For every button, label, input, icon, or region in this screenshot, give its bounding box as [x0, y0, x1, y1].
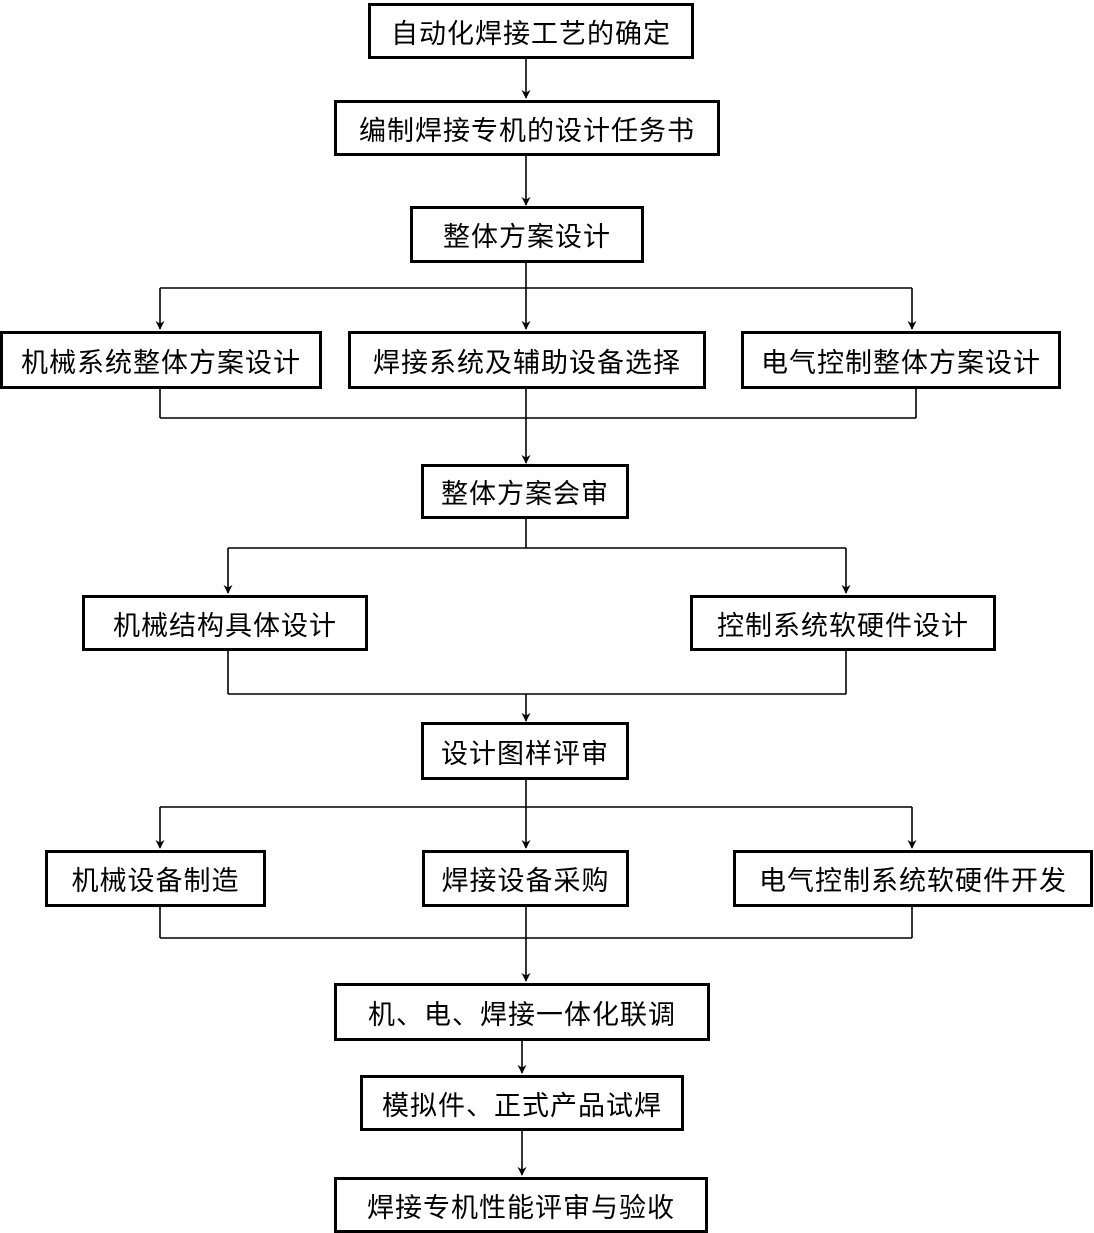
node-drawing-review: 设计图样评审	[421, 722, 629, 780]
node-design-task-book: 编制焊接专机的设计任务书	[334, 100, 720, 156]
node-electrical-development: 电气控制系统软硬件开发	[733, 850, 1093, 907]
node-electrical-overall-design: 电气控制整体方案设计	[741, 331, 1061, 389]
node-welding-system-selection: 焊接系统及辅助设备选择	[348, 331, 706, 389]
node-integrated-debugging: 机、电、焊接一体化联调	[334, 983, 710, 1041]
node-welding-process: 自动化焊接工艺的确定	[368, 3, 694, 59]
node-mechanical-manufacture: 机械设备制造	[45, 850, 266, 907]
node-mechanical-overall-design: 机械系统整体方案设计	[0, 331, 322, 389]
node-welding-equipment-purchase: 焊接设备采购	[422, 850, 629, 907]
node-acceptance: 焊接专机性能评审与验收	[334, 1177, 708, 1233]
node-mechanical-detail-design: 机械结构具体设计	[82, 595, 368, 651]
node-trial-welding: 模拟件、正式产品试焊	[360, 1075, 684, 1131]
node-scheme-review: 整体方案会审	[421, 464, 629, 519]
node-overall-scheme-design: 整体方案设计	[410, 206, 644, 263]
node-control-system-design: 控制系统软硬件设计	[690, 595, 996, 651]
